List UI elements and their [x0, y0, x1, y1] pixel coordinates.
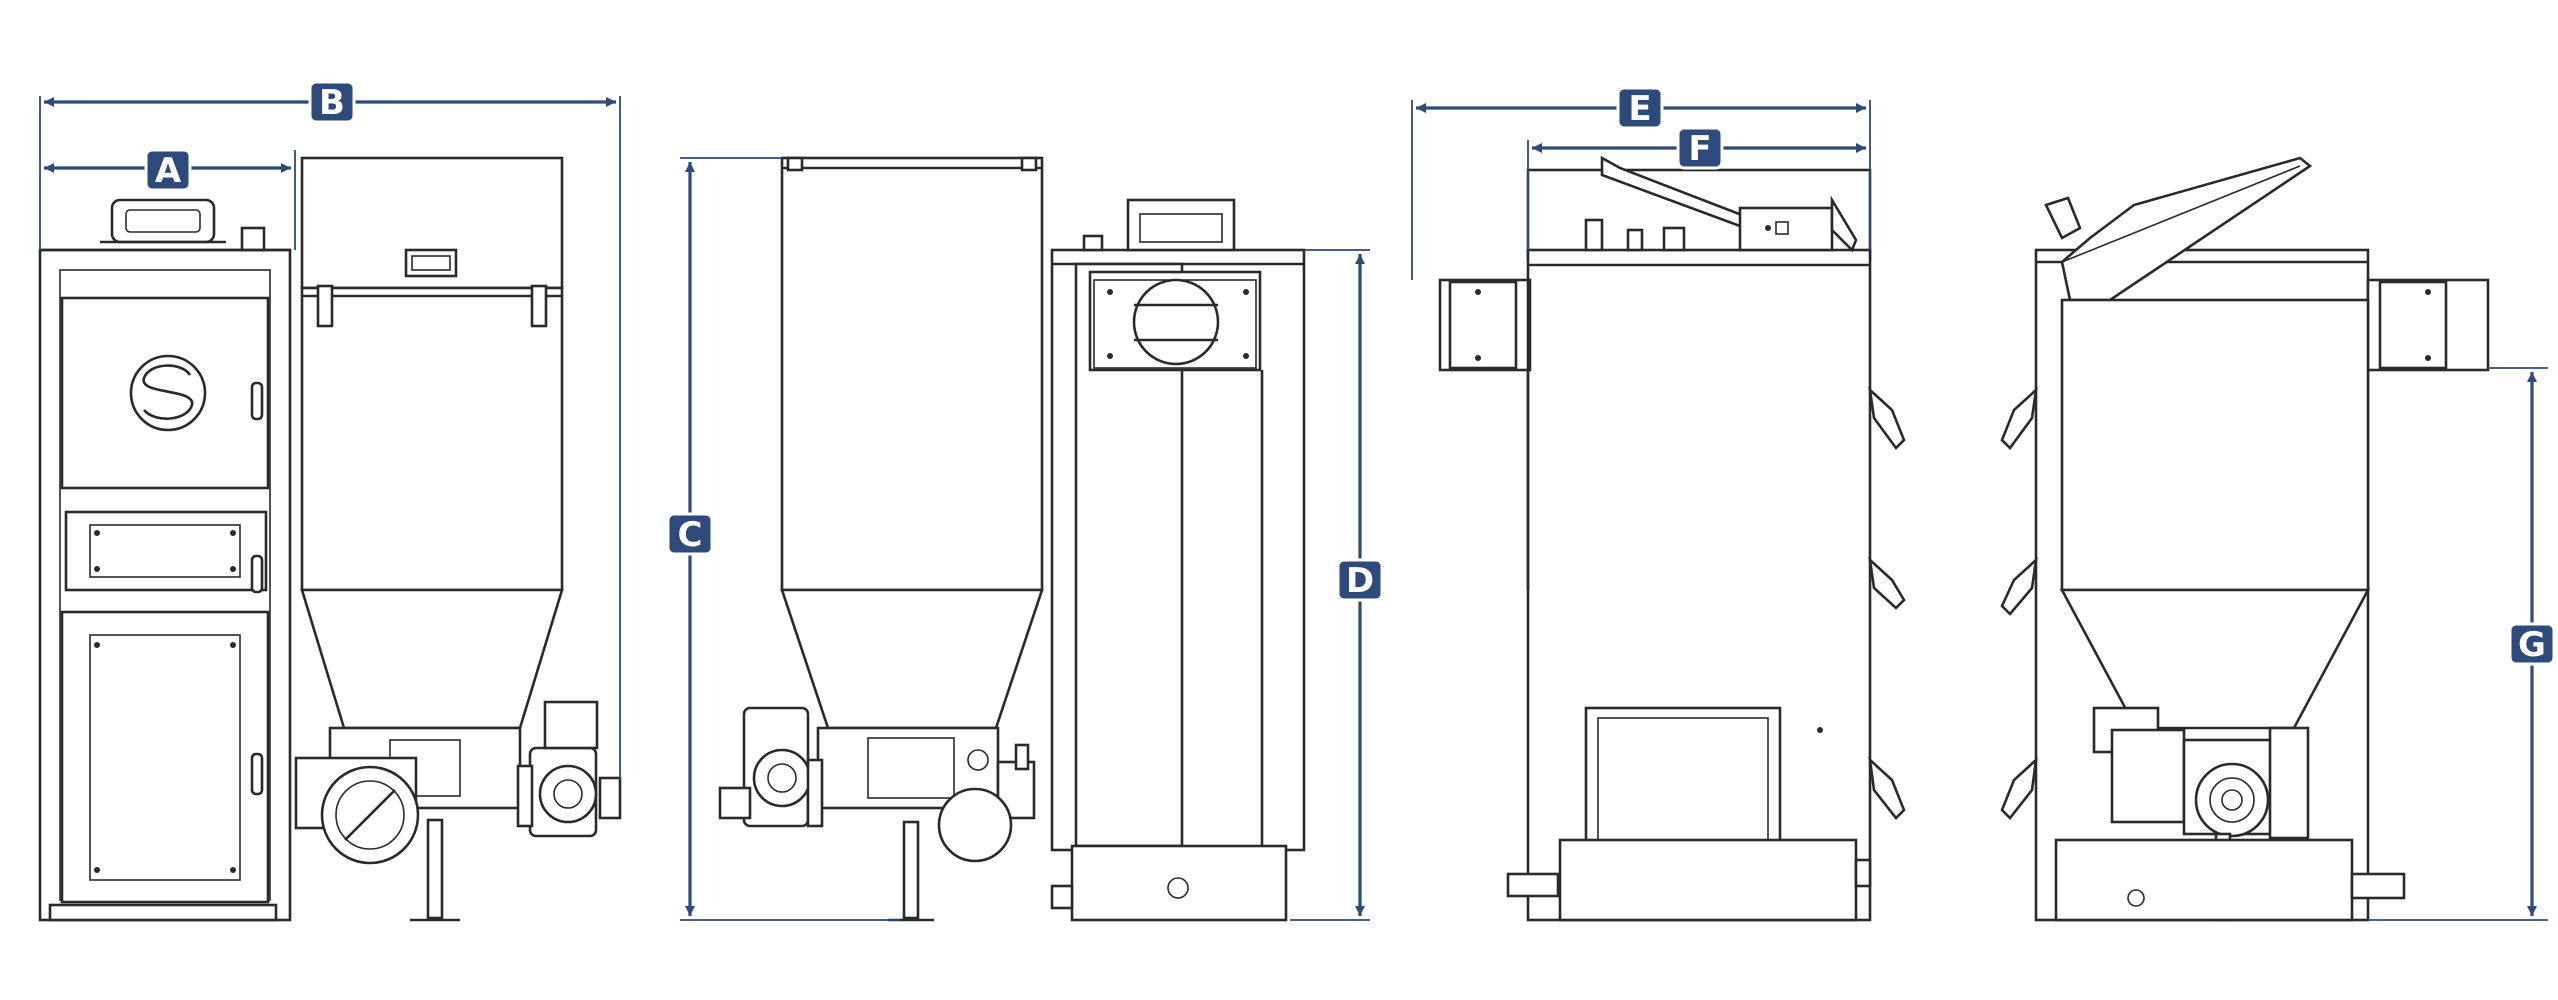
dimension-b: B: [44, 80, 621, 780]
feeder-motor-icon: [516, 700, 622, 838]
dimension-label-e: E: [1628, 89, 1651, 129]
dimension-label-f: F: [1688, 129, 1711, 169]
burner-icon: [320, 765, 420, 865]
side-view: C D: [666, 156, 1384, 922]
dimension-c: C: [666, 157, 900, 921]
door-handle-icon: [250, 381, 264, 796]
rear-view: G: [2000, 156, 2556, 922]
boiler-side-view-2: E F: [1411, 86, 1906, 922]
dimension-g: G: [2368, 367, 2556, 921]
dimension-e: E: [1411, 86, 1871, 280]
door-handle-icon: [2000, 386, 2038, 820]
gearbox-motor-icon: [718, 706, 824, 828]
dimension-label-a: A: [155, 151, 182, 191]
front-view: A B: [38, 80, 622, 922]
fuel-hopper-side: [718, 156, 1044, 922]
dimension-label-b: B: [319, 83, 345, 123]
boiler-side-body: [1050, 198, 1306, 922]
fuel-hopper-front: [294, 156, 622, 922]
dimension-label-c: C: [678, 515, 703, 555]
feeder-motor-icon: [2092, 706, 2310, 922]
dimension-f: F: [1527, 126, 1866, 250]
dimension-d: D: [1290, 249, 1384, 921]
dimension-label-d: D: [1346, 561, 1374, 601]
dimension-a: A: [39, 96, 296, 250]
dimension-label-g: G: [2518, 625, 2546, 665]
boiler-front-body: [38, 198, 292, 922]
logo-icon: [129, 354, 207, 432]
door-handle-icon: [1868, 386, 1906, 820]
